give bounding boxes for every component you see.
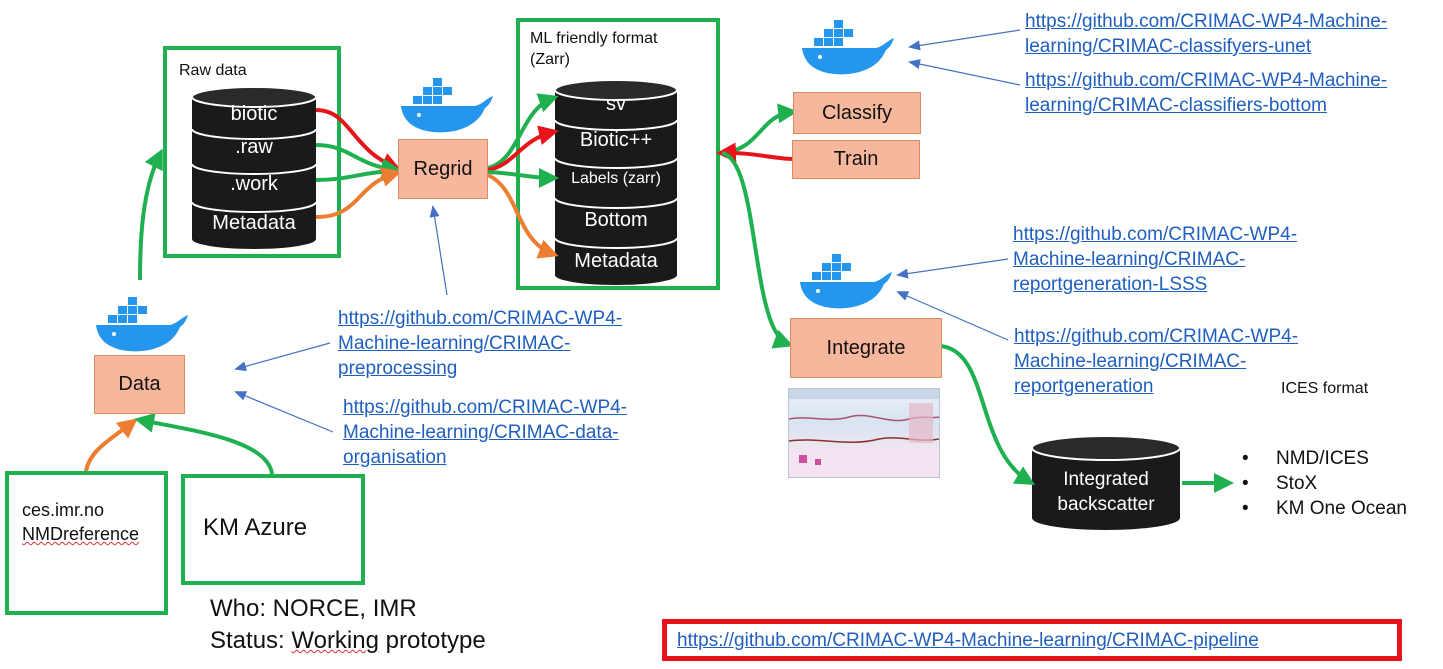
raw-data-title: Raw data	[179, 62, 247, 79]
ml-layer-labels: Labels (zarr)	[571, 170, 661, 187]
link-data-organisation[interactable]: https://github.com/CRIMAC-WP4- Machine-l…	[343, 397, 628, 468]
link-reportgeneration-lsss[interactable]: https://github.com/CRIMAC-WP4- Machine-l…	[1013, 224, 1298, 295]
status-label: Status: Working prototype	[210, 627, 486, 654]
source-km-azure: KM Azure	[203, 514, 307, 542]
link-classifiers-bottom[interactable]: https://github.com/CRIMAC-WP4-Machine- l…	[1025, 70, 1388, 116]
status-working-word: Working	[291, 627, 379, 654]
data-step[interactable]: Data	[94, 355, 185, 414]
output-bullet-item: •KM One Ocean	[1242, 498, 1407, 519]
ml-layer-bottom: Bottom	[584, 209, 648, 231]
raw-layer-raw: .raw	[235, 136, 273, 158]
pipeline-link-frame	[662, 619, 1402, 661]
docker-regrid-icon	[400, 74, 488, 138]
link-reportgeneration[interactable]: https://github.com/CRIMAC-WP4- Machine-l…	[1014, 326, 1299, 397]
ml-format-cylinders	[554, 79, 678, 285]
ml-layer-metadata: Metadata	[574, 250, 658, 272]
km-azure-text: KM Azure	[203, 514, 308, 541]
backscatter-line1: Integrated	[1063, 469, 1149, 490]
ml-layer-biotic: Biotic++	[579, 129, 653, 151]
output-bullet-item: •StoX	[1242, 473, 1318, 494]
ml-format-subtitle: (Zarr)	[530, 51, 570, 68]
ml-layer-sv: sv	[606, 93, 626, 115]
raw-data-cylinders	[191, 86, 317, 249]
link-pipeline[interactable]: https://github.com/CRIMAC-WP4-Machine-le…	[677, 630, 1259, 651]
ices-format-label: ICES format	[1281, 380, 1369, 397]
raw-layer-work: .work	[230, 173, 278, 195]
source-ces-host: ces.imr.no	[22, 500, 105, 520]
regrid-step[interactable]: Regrid	[398, 139, 488, 199]
raw-layer-metadata: Metadata	[212, 212, 296, 234]
train-step[interactable]: Train	[792, 140, 920, 179]
backscatter-line2: backscatter	[1057, 494, 1155, 515]
classify-step[interactable]: Classify	[793, 92, 921, 134]
echogram-screenshot	[788, 388, 940, 478]
integrate-step[interactable]: Integrate	[790, 318, 942, 378]
raw-layer-biotic: biotic	[230, 103, 278, 125]
docker-data-icon	[94, 293, 182, 357]
link-preprocessing[interactable]: https://github.com/CRIMAC-WP4- Machine-l…	[338, 308, 623, 379]
link-classifyers-unet[interactable]: https://github.com/CRIMAC-WP4-Machine- l…	[1025, 11, 1388, 57]
output-bullet-list: •NMD/ICES •StoX •KM One Ocean	[1242, 446, 1407, 521]
source-nmdreference: NMDreference	[22, 524, 140, 544]
integrated-backscatter-cylinder	[1031, 435, 1181, 530]
docker-classify-icon	[800, 16, 888, 80]
ml-format-title: ML friendly format	[530, 30, 658, 47]
output-bullet-item: •NMD/ICES	[1242, 448, 1369, 469]
who-label: Who: NORCE, IMR	[210, 595, 417, 622]
docker-integrate-icon	[798, 250, 886, 314]
